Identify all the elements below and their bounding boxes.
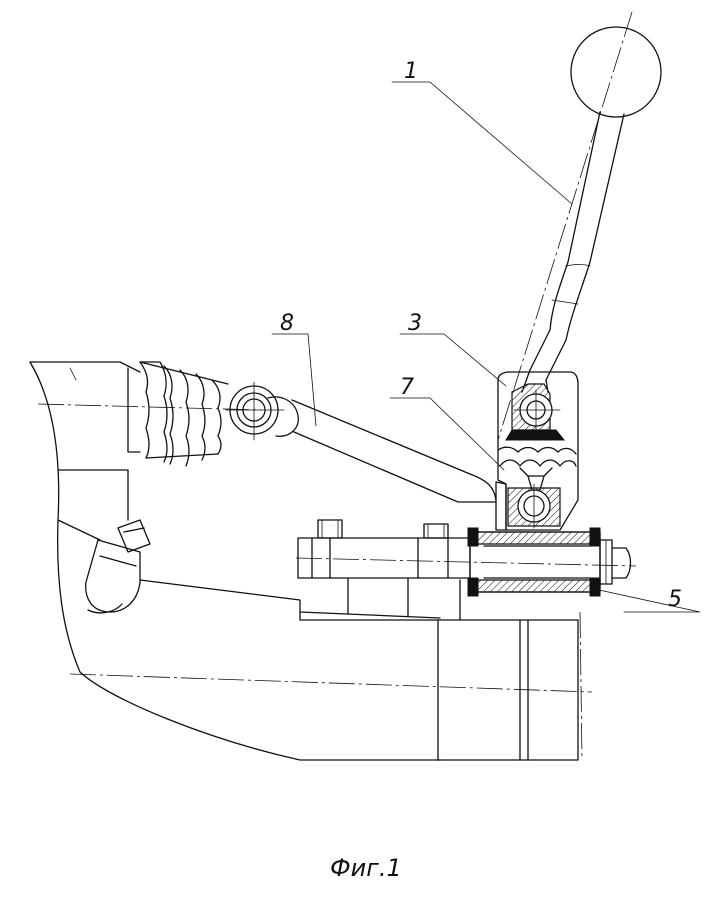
figure-caption: Фиг.1 [330,854,402,882]
leader-lines [271,81,701,613]
center-line-lower [69,673,593,693]
center-line-vertical-lower [579,611,583,761]
ball-joint [507,483,561,529]
center-line-shaft [295,557,637,567]
callout-7: 7 [400,375,414,400]
callout-8: 8 [280,311,294,336]
gear-lever [497,11,662,441]
lower-cylinder [299,577,579,761]
lever-housing [497,371,579,531]
callout-1: 1 [404,59,418,84]
callout-5: 5 [668,587,682,612]
bellows-boot [127,361,229,467]
center-line-left [37,403,263,411]
lower-fitting [85,519,151,613]
callout-3: 3 [408,311,422,336]
shaft-assembly [297,519,632,597]
linkage-rod [225,381,507,531]
